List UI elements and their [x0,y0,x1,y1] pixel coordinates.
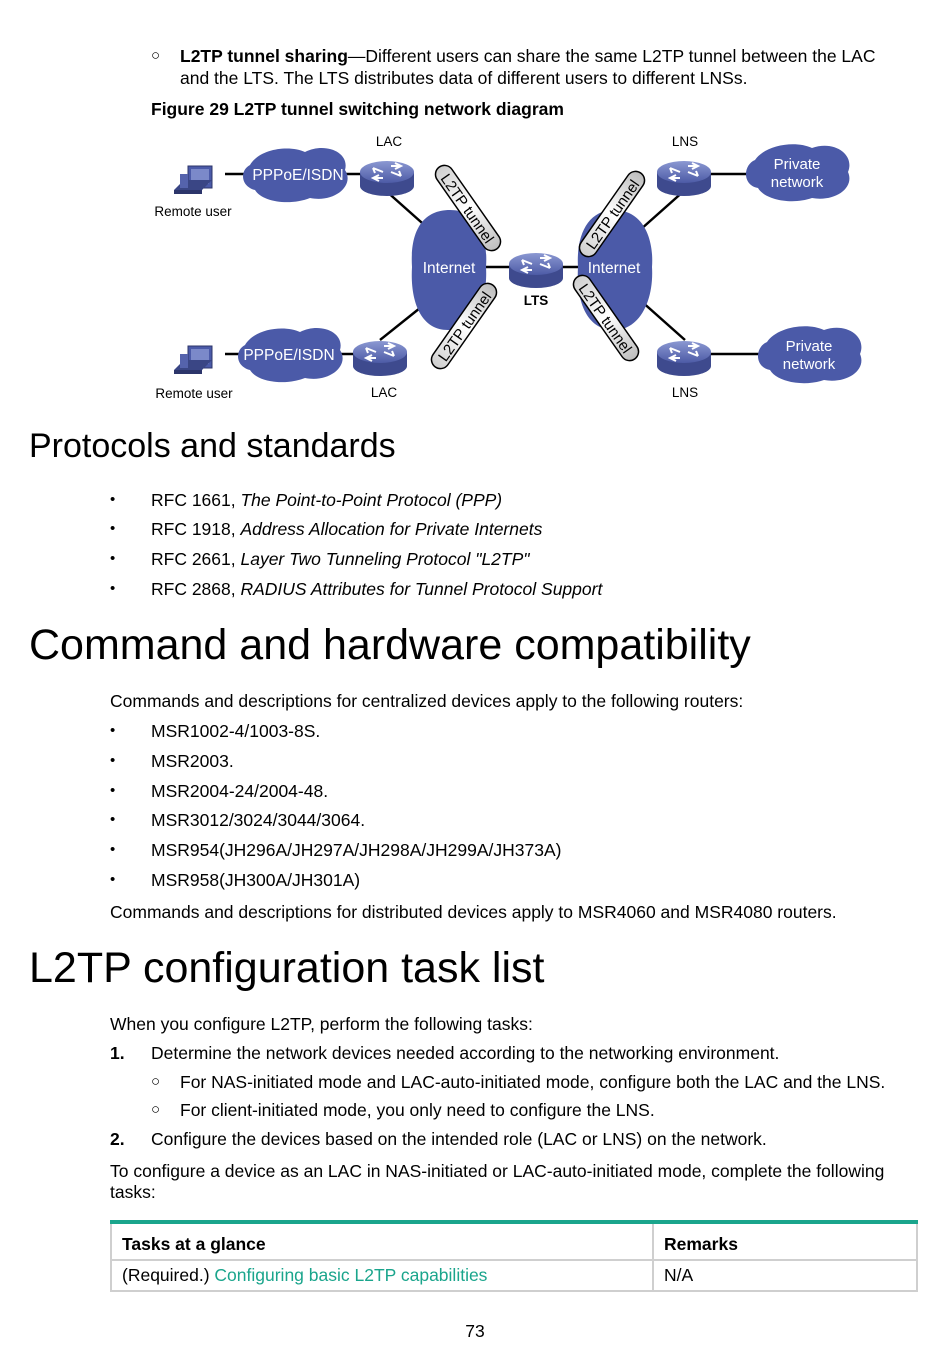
step-2: Configure the devices based on the inten… [151,1129,767,1149]
sub-bullet: ○ [151,47,161,64]
protocol-item: RFC 2868, RADIUS Attributes for Tunnel P… [151,579,603,599]
router-model-item: MSR958(JH300A/JH301A) [151,870,361,890]
label-pppoe-top: PPPoE/ISDN [252,167,343,184]
tasklist-intro: When you configure L2TP, perform the fol… [110,1014,533,1034]
sub-bullet: ○ [151,1101,161,1118]
label-internet-right: Internet [588,260,641,277]
task-cell: (Required.) Configuring basic L2TP capab… [110,1259,654,1292]
label-private-bottom-1: Private [786,338,833,355]
step-number: 1. [110,1043,125,1063]
computer-icon [173,345,213,375]
page-number: 73 [465,1321,485,1341]
router-icon [656,340,712,377]
remark-cell: N/A [652,1259,918,1292]
substep-2: For client-initiated mode, you only need… [180,1100,655,1120]
label-internet-left: Internet [423,260,476,277]
compat-heading: Command and hardware compatibility [29,621,751,669]
label-lns-top: LNS [672,134,698,149]
lac-config-para-line2: tasks: [110,1182,156,1202]
tunnel-sharing-line2: and the LTS. The LTS distributes data of… [180,68,748,88]
tunnel-sharing-term: L2TP tunnel sharing [180,46,348,66]
tunnel-sharing-line1: L2TP tunnel sharing—Different users can … [180,46,876,66]
label-remote-user-bottom: Remote user [155,386,233,401]
substep-1: For NAS-initiated mode and LAC-auto-init… [180,1072,886,1092]
bullet: • [110,520,116,537]
router-model-item: MSR2004-24/2004-48. [151,781,329,801]
bullet: • [110,841,116,858]
figure-caption: Figure 29 L2TP tunnel switching network … [151,99,564,119]
table-row: (Required.) Configuring basic L2TP capab… [110,1259,918,1292]
task-table: Tasks at a glance Remarks (Required.) Co… [110,1220,918,1292]
compat-intro: Commands and descriptions for centralize… [110,691,744,711]
bullet: • [110,491,116,508]
label-lac-bottom: LAC [371,385,398,400]
router-icon [508,252,564,289]
bullet: • [110,811,116,828]
label-private-top-2: network [771,174,824,191]
tasklist-heading: L2TP configuration task list [29,944,545,992]
protocol-item: RFC 1918, Address Allocation for Private… [151,519,543,539]
label-lts: LTS [524,293,549,308]
protocol-item: RFC 1661, The Point-to-Point Protocol (P… [151,490,503,510]
configuring-basic-l2tp-link[interactable]: Configuring basic L2TP capabilities [214,1265,488,1285]
router-icon [359,160,415,197]
bullet: • [110,550,116,567]
router-model-item: MSR2003. [151,751,234,771]
col-header-tasks: Tasks at a glance [110,1221,654,1261]
lac-config-para-line1: To configure a device as an LAC in NAS-i… [110,1161,885,1181]
network-diagram: L2TP tunnel L2TP tunnel L2TP tunnel L2TP… [154,134,862,401]
step-1: Determine the network devices needed acc… [151,1043,780,1063]
bullet: • [110,722,116,739]
label-lns-bottom: LNS [672,385,698,400]
protocols-heading: Protocols and standards [29,427,396,465]
label-remote-user-top: Remote user [154,204,232,219]
table-header-row: Tasks at a glance Remarks [110,1221,918,1261]
step-number: 2. [110,1129,125,1149]
protocol-item: RFC 2661, Layer Two Tunneling Protocol "… [151,549,530,569]
router-icon [352,340,408,377]
sub-bullet: ○ [151,1073,161,1090]
bullet: • [110,752,116,769]
bullet: • [110,782,116,799]
label-lac-top: LAC [376,134,403,149]
router-model-item: MSR1002-4/1003-8S. [151,721,321,741]
router-model-item: MSR954(JH296A/JH297A/JH298A/JH299A/JH373… [151,840,562,860]
router-model-item: MSR3012/3024/3044/3064. [151,810,366,830]
computer-icon [173,165,213,195]
label-pppoe-bottom: PPPoE/ISDN [243,347,334,364]
compat-outro: Commands and descriptions for distribute… [110,902,837,922]
col-header-remarks: Remarks [652,1221,918,1261]
label-private-bottom-2: network [783,356,836,373]
bullet: • [110,580,116,597]
label-private-top-1: Private [774,156,821,173]
router-icon [656,160,712,197]
bullet: • [110,871,116,888]
